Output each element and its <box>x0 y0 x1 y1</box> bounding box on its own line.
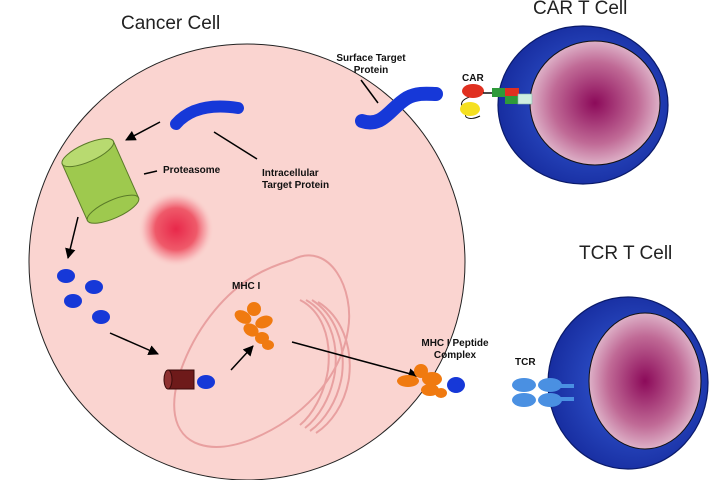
mhc-complex-label: MHC I Peptide Complex <box>413 338 497 362</box>
tcr-t-cell <box>547 296 709 470</box>
mhc-i-label: MHC I <box>232 281 261 292</box>
tcr-receptor <box>512 378 574 407</box>
peptide-fragments <box>57 269 110 324</box>
mhc-i-molecule <box>234 302 274 350</box>
car-label: CAR <box>462 73 484 84</box>
cancer-cell-membrane <box>28 43 466 480</box>
intracellular-label-line2: Target Protein <box>262 180 330 191</box>
intracellular-label: Intracellular Target Protein <box>262 168 329 192</box>
process-arrows <box>65 79 420 379</box>
tcr-label: TCR <box>515 357 536 368</box>
intracellular-label-line1: Intracellular <box>262 168 319 179</box>
car-t-nucleus <box>529 40 661 166</box>
surface-target-protein <box>355 86 443 130</box>
cancer-cell-title: Cancer Cell <box>121 13 221 34</box>
surface-target-label-line2: Protein <box>353 65 389 76</box>
car-t-cell <box>497 25 669 185</box>
mhc-complex-label-line1: MHC I Peptide <box>421 338 489 349</box>
proteasome <box>61 138 140 224</box>
peptide-transporter <box>163 369 195 390</box>
single-peptide <box>197 375 215 389</box>
tcr-t-nucleus <box>588 312 702 450</box>
car-receptor <box>460 84 533 119</box>
surface-target-label: Surface Target Protein <box>324 53 418 77</box>
intracellular-protein <box>170 100 244 130</box>
mhc-complex-label-line2: Complex <box>433 350 477 361</box>
proteasome-label: Proteasome <box>163 165 221 176</box>
endoplasmic-reticulum <box>173 254 351 448</box>
cell-hotspot <box>138 191 214 267</box>
mhc-peptide-complex <box>397 364 465 398</box>
car-t-cell-title: CAR T Cell <box>533 0 628 19</box>
surface-target-label-line1: Surface Target <box>336 53 406 64</box>
tcr-t-cell-title: TCR T Cell <box>579 243 673 264</box>
